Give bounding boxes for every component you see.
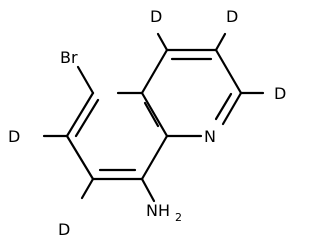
ring-nitrogen-label: N	[204, 127, 216, 146]
bond-c4-d	[156, 32, 169, 52]
bond-c8a-c8	[140, 134, 169, 181]
bond-c2-n1-inner	[214, 92, 233, 121]
bond-c3-d	[214, 32, 227, 52]
bond-c4a-c4	[140, 48, 169, 95]
bond-c5-br	[76, 65, 95, 95]
amine-group-label: NH	[146, 201, 170, 220]
bond-c4a-c8a	[140, 91, 169, 138]
deuterium-c7-label: D	[58, 220, 70, 239]
deuterium-c6-label: D	[8, 127, 20, 146]
molecule-structure-diagram: Br N NH 2 D D D D D	[8, 7, 286, 239]
deuterium-c3-label: D	[226, 7, 238, 26]
bond-c3-c2	[214, 48, 243, 95]
bromine-atom-label: Br	[60, 48, 78, 67]
bond-c2-n1	[221, 91, 243, 126]
bond-c7-c6	[65, 134, 95, 181]
deuterium-c4-label: D	[150, 7, 162, 26]
bond-c7-d	[80, 177, 95, 200]
bond-c6-c5	[65, 91, 95, 138]
amine-subscript-label: 2	[175, 211, 182, 224]
bond-c6-c5-inner	[74, 98, 100, 138]
deuterium-c2-label: D	[274, 84, 286, 103]
bond-c8-nh2	[140, 177, 156, 203]
bond-c4a-c8a-inner	[143, 101, 160, 128]
